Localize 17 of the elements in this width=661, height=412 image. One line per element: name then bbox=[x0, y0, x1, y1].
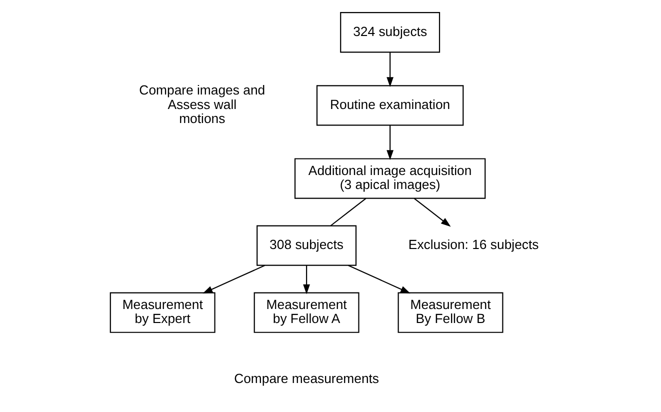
arrow bbox=[302, 265, 310, 294]
connector bbox=[330, 198, 366, 226]
arrow bbox=[386, 52, 394, 87]
arrow bbox=[202, 264, 265, 294]
arrow bbox=[347, 264, 410, 294]
node-box: Measurement by Fellow A bbox=[253, 292, 359, 333]
node-text: Exclusion: 16 subjects bbox=[408, 236, 538, 252]
arrow bbox=[386, 126, 394, 160]
arrow bbox=[413, 198, 450, 227]
label: Compare images and Assess wall motions bbox=[138, 82, 265, 126]
label: Compare measurements bbox=[234, 371, 379, 386]
node-box: Measurement By Fellow B bbox=[397, 292, 503, 333]
node-box: Routine examination bbox=[316, 85, 464, 126]
node-box: Measurement by Expert bbox=[109, 292, 215, 333]
node-box: Additional image acquisition (3 apical images) bbox=[294, 158, 486, 199]
node-box: 324 subjects bbox=[340, 12, 440, 53]
node-box: 308 subjects bbox=[256, 225, 356, 266]
